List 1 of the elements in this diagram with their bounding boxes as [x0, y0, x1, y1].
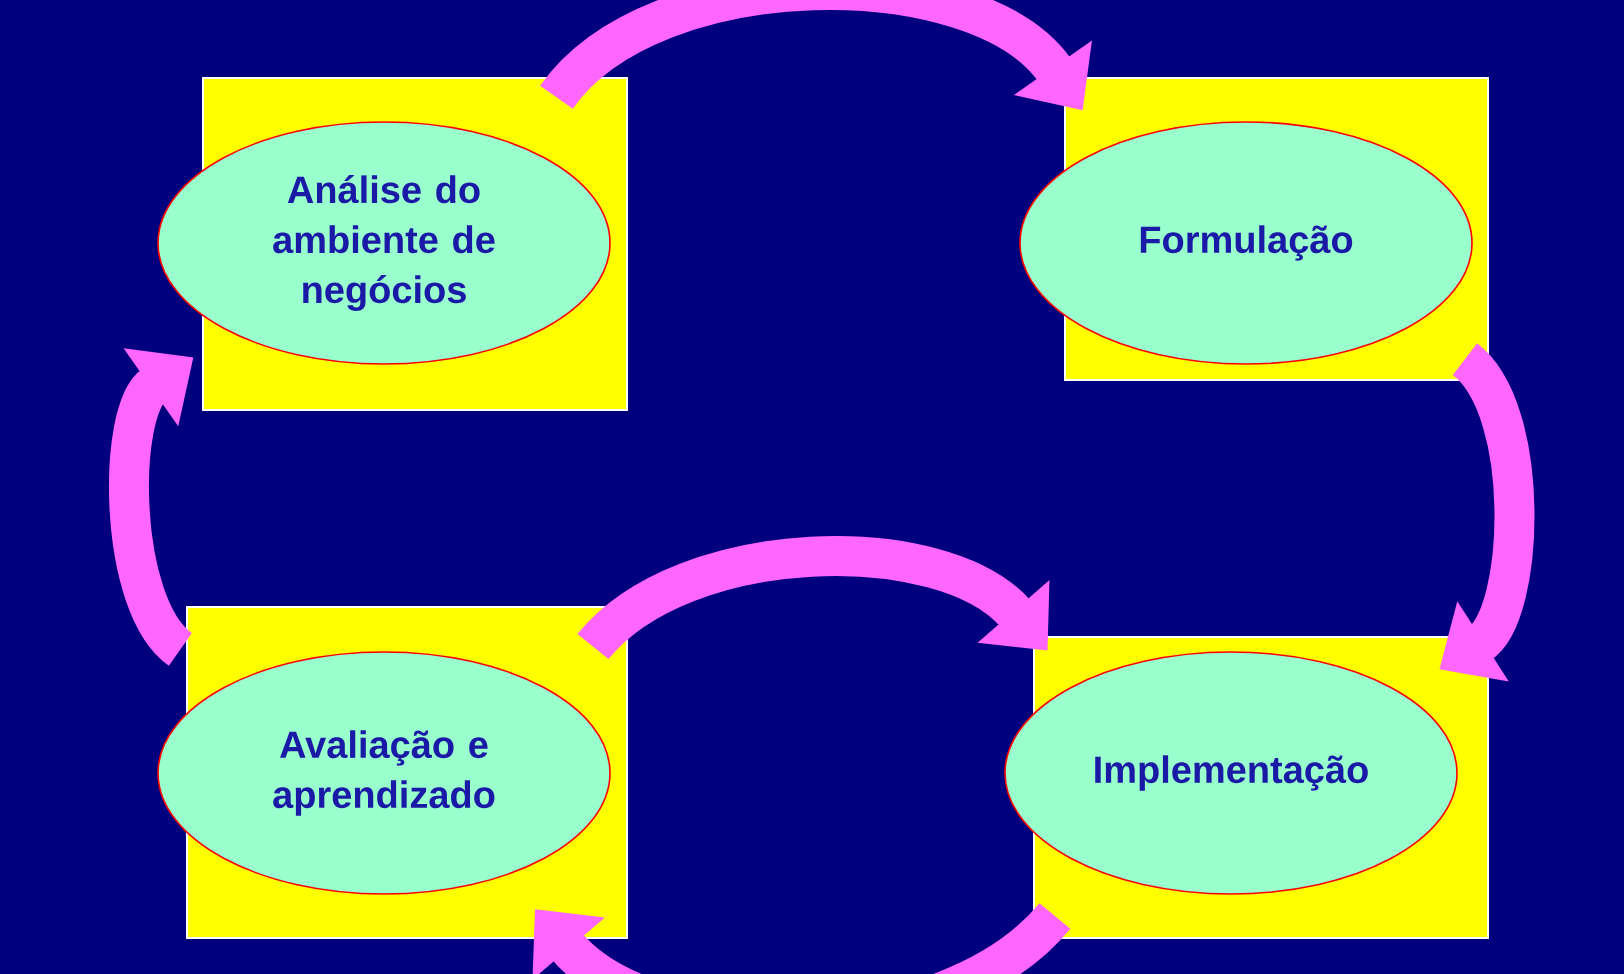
curved-arrow	[532, 901, 1069, 974]
